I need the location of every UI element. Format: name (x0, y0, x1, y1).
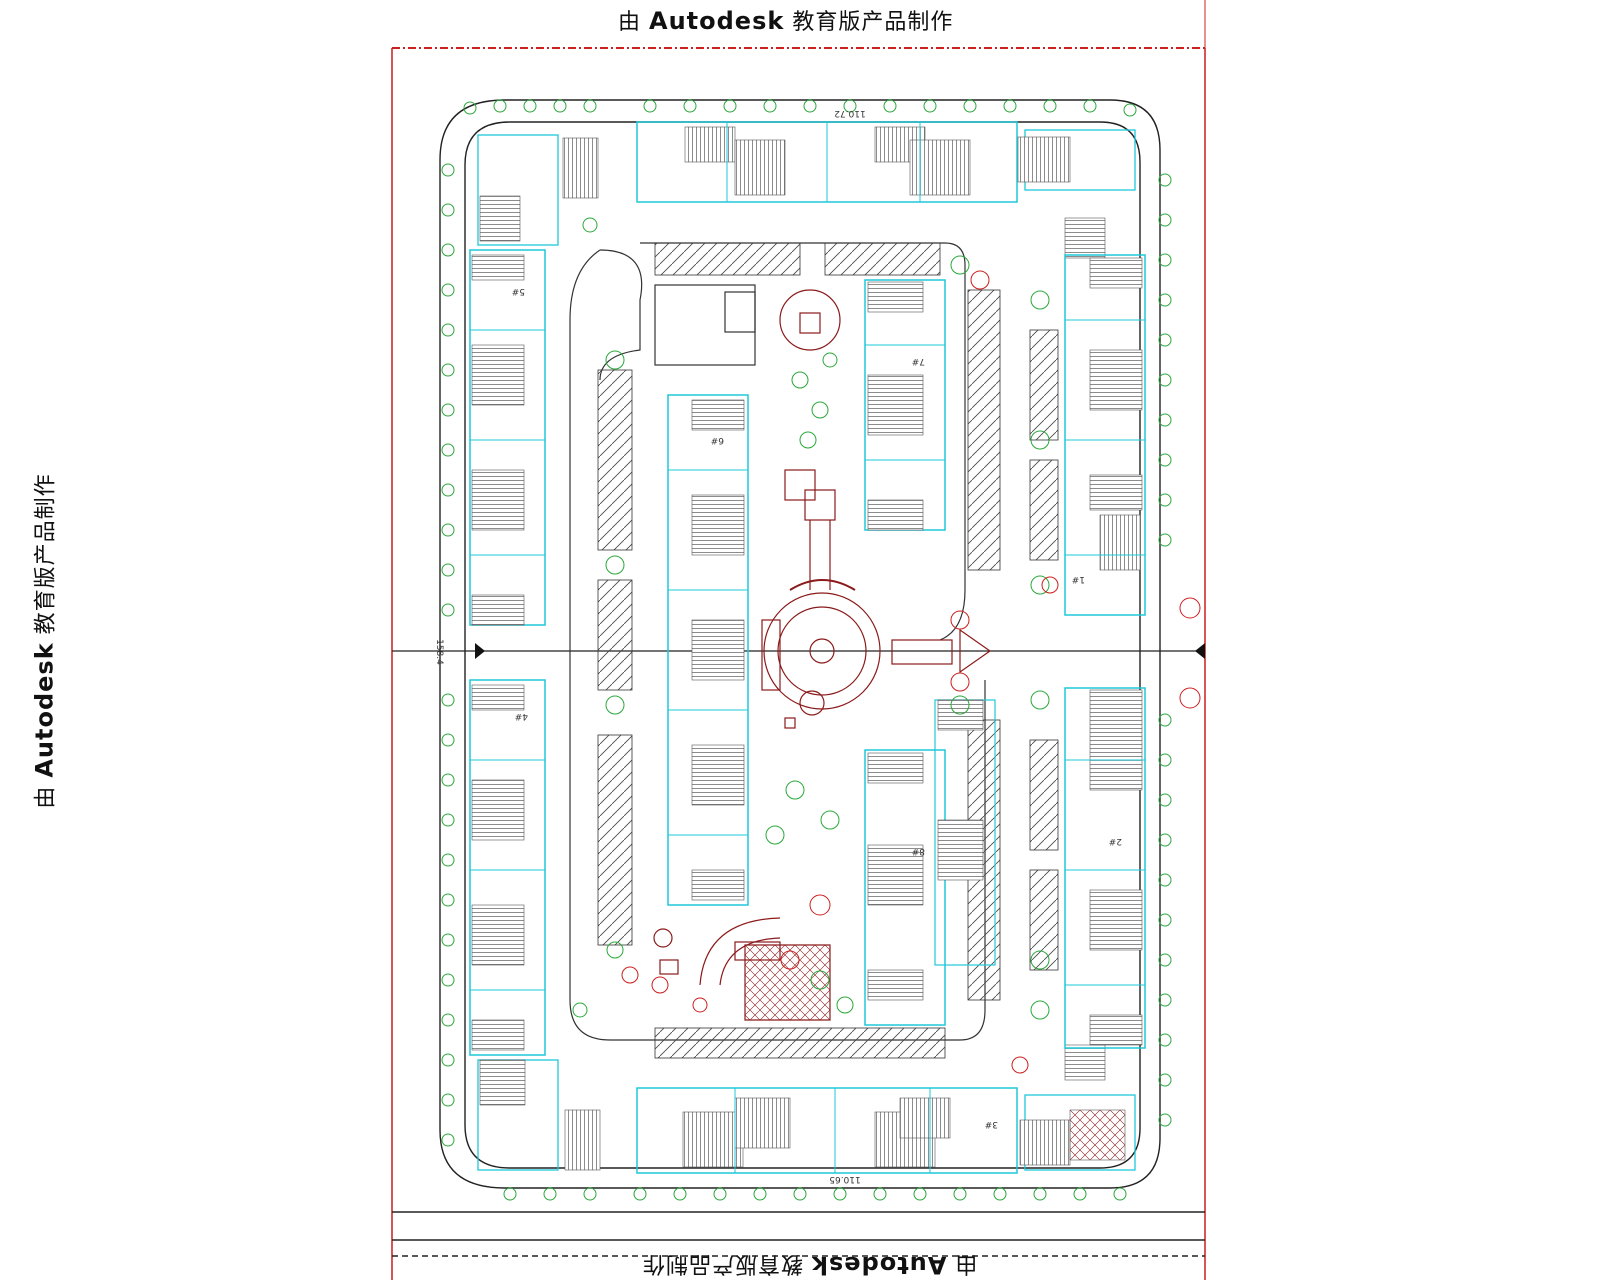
building-row-center-west (668, 395, 748, 905)
dimension-west: 158.4 (434, 639, 444, 665)
building-row-north (637, 122, 1017, 202)
building-row-west-lower (470, 680, 545, 1055)
building-label-5: 5# (512, 286, 525, 296)
building-row-east-lower (1065, 688, 1145, 1048)
building-corner-ne (1018, 130, 1135, 258)
building-label-2: 2# (1109, 836, 1122, 846)
building-corner-sw (478, 1060, 600, 1170)
building-label-7: 7# (912, 356, 925, 366)
building-label-1: 1# (1072, 574, 1085, 584)
building-row-east-upper (1065, 255, 1145, 615)
dimension-south: 110.65 (829, 1174, 861, 1184)
building-label-4: 4# (515, 711, 528, 721)
building-row-west-upper (470, 250, 545, 625)
building-corner-se (1020, 1045, 1135, 1170)
building-label-3: 3# (985, 1119, 998, 1129)
entrance-axis (392, 643, 1205, 659)
dimension-north: 110.72 (834, 108, 866, 118)
building-corner-nw (478, 135, 598, 245)
building-label-8: 8# (912, 846, 925, 856)
building-row-south (637, 1088, 1017, 1173)
building-label-6: 6# (711, 435, 724, 445)
building-row-center-east-upper (865, 280, 945, 530)
